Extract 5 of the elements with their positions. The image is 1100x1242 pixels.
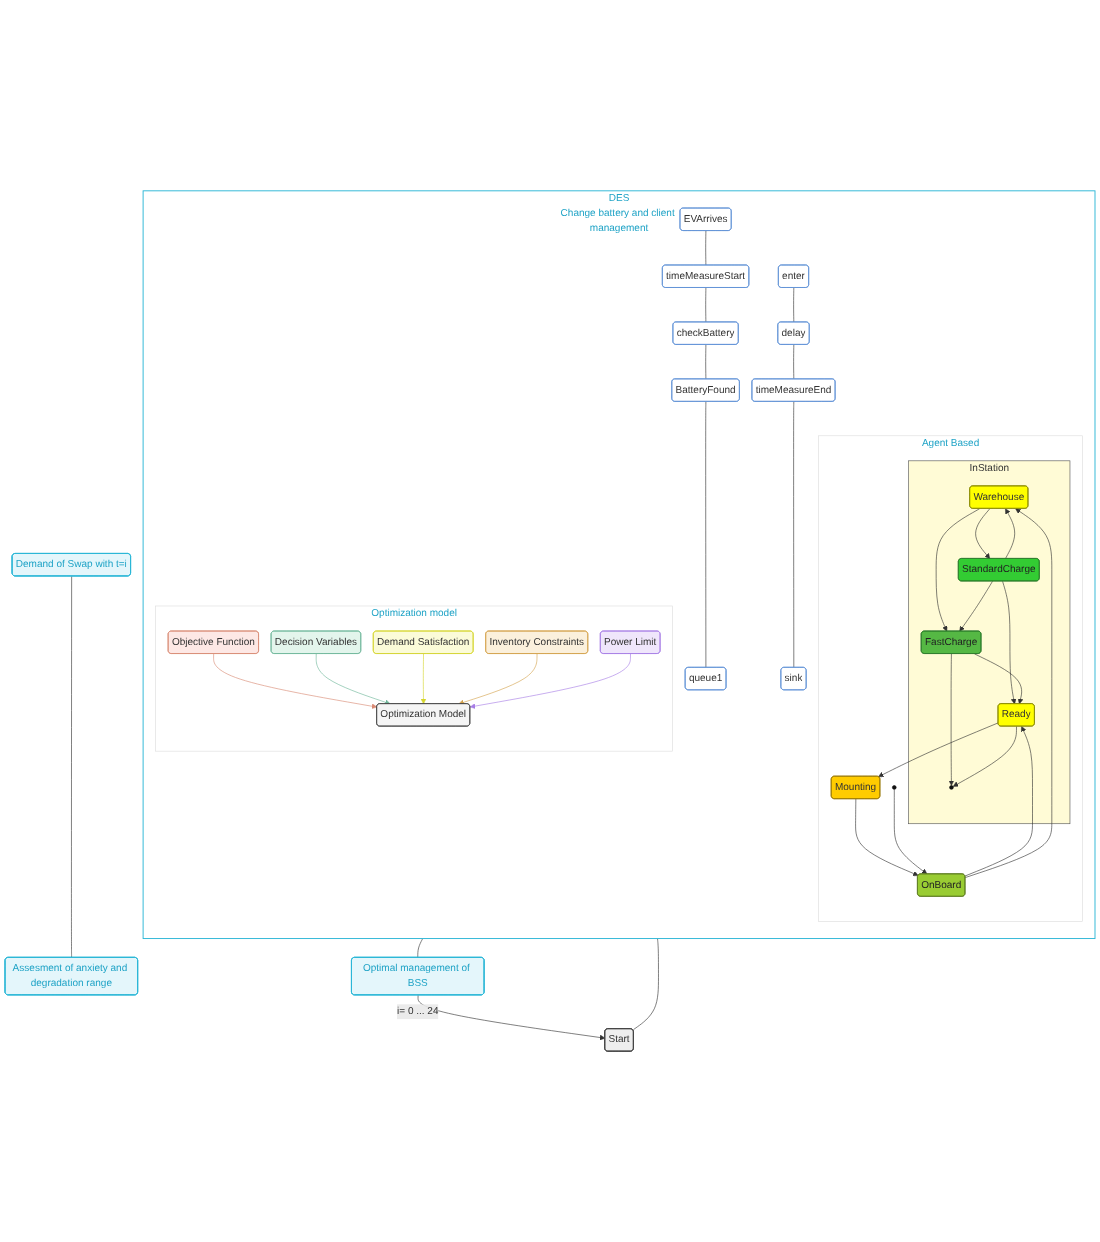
connector [71, 575, 72, 958]
connector [633, 938, 659, 1030]
node-circle [892, 785, 897, 790]
node-circle [949, 785, 954, 790]
connector [417, 938, 423, 958]
